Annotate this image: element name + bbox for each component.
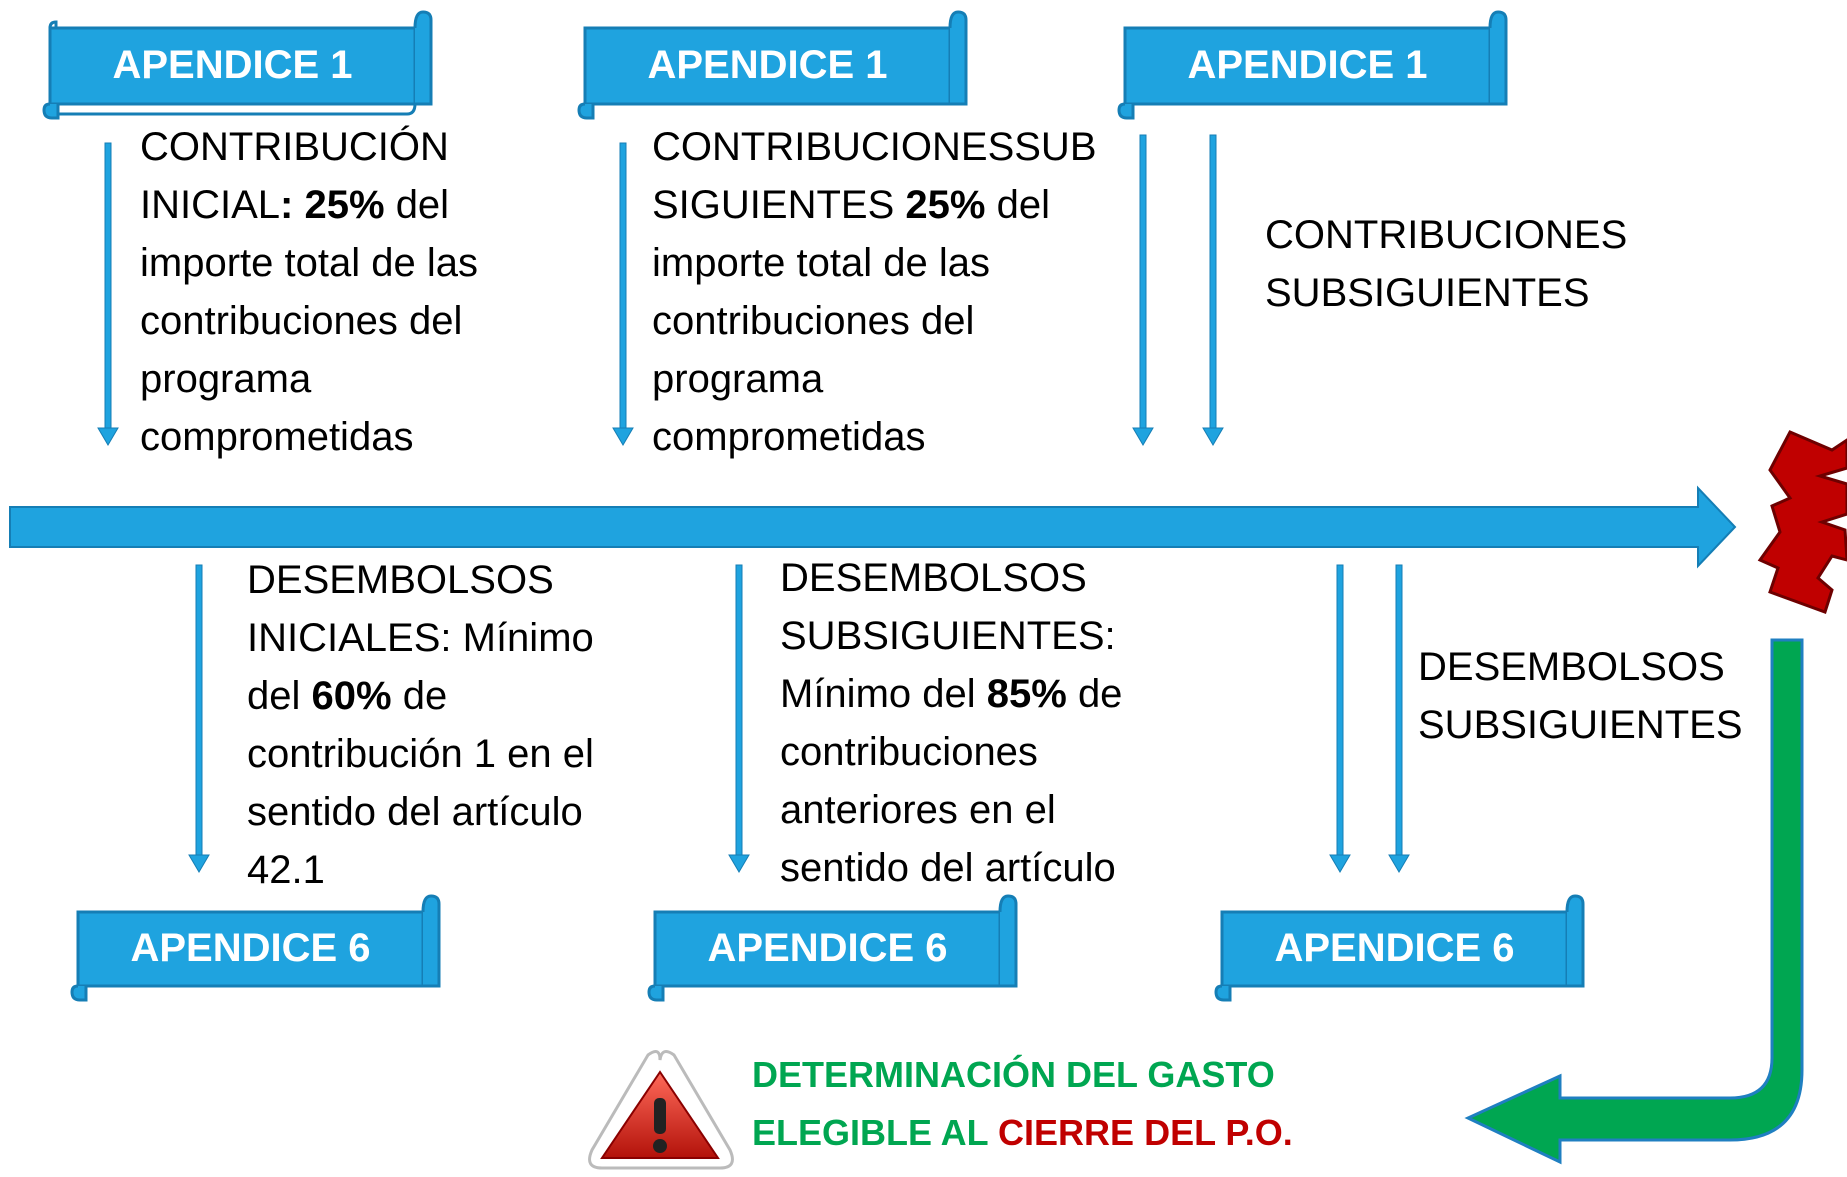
down-arrow-d2 — [728, 564, 750, 873]
contribution-subsequent-text: CONTRIBUCIONESSUB SIGUIENTES 25% del imp… — [652, 125, 1097, 459]
top-banner-1 — [42, 10, 433, 120]
down-arrow-d1 — [188, 564, 210, 873]
top-banner-2 — [577, 10, 968, 120]
disbursement-later-text: DESEMBOLSOS SUBSIGUIENTES — [1418, 645, 1743, 747]
bottom-banner-1-label: APENDICE 6 — [130, 926, 371, 970]
bottom-banner-2-label: APENDICE 6 — [707, 926, 948, 970]
contribution-later-text: CONTRIBUCIONES SUBSIGUIENTES — [1265, 213, 1628, 315]
down-arrow-c2 — [612, 142, 634, 446]
bottom-banner-1 — [70, 894, 441, 1002]
warning-icon — [588, 1049, 734, 1170]
down-arrow-d3a — [1329, 564, 1351, 873]
return-arrow — [1464, 638, 1804, 1165]
disbursement-initial-text: DESEMBOLSOS INICIALES: Mínimo del 60% de… — [247, 558, 594, 892]
top-banner-1-label: APENDICE 1 — [112, 43, 353, 87]
timeline-arrow — [9, 485, 1737, 569]
bottom-banner-2 — [647, 894, 1018, 1002]
bottom-banner-3-label: APENDICE 6 — [1274, 926, 1515, 970]
disbursement-subsequent-text: DESEMBOLSOS SUBSIGUIENTES: Mínimo del 85… — [780, 556, 1123, 890]
top-banner-3 — [1117, 10, 1508, 120]
down-arrow-c3a — [1132, 134, 1154, 446]
bottom-banner-3 — [1214, 894, 1585, 1002]
top-banner-3-label: APENDICE 1 — [1187, 43, 1428, 87]
down-arrow-c3b — [1202, 134, 1224, 446]
broken-end-shape — [1757, 430, 1847, 614]
top-banner-2-label: APENDICE 1 — [647, 43, 888, 87]
down-arrow-c1 — [97, 142, 119, 446]
down-arrow-d3b — [1388, 564, 1410, 873]
contribution-initial-text: CONTRIBUCIÓN INICIAL: 25% del importe to… — [140, 125, 478, 459]
final-statement: DETERMINACIÓN DEL GASTO ELEGIBLE AL CIER… — [752, 1054, 1293, 1153]
